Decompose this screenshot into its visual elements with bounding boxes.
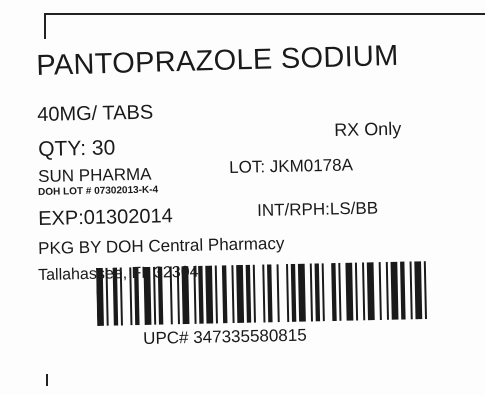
barcode-bar — [181, 266, 190, 325]
barcode-bar — [119, 267, 123, 326]
barcode-bar — [366, 262, 375, 321]
rx-only-notice: RX Only — [333, 118, 402, 140]
barcode-bar — [221, 265, 228, 324]
expiration-date: EXP:01302014 — [37, 205, 173, 230]
barcode-bar — [198, 265, 204, 324]
barcode-bar — [331, 262, 337, 322]
doh-lot-number: DOH LOT # 07302013-K-4 — [37, 184, 159, 198]
barcode-bar — [338, 262, 342, 321]
barcode-bar — [400, 261, 406, 320]
barcode-bar — [236, 264, 245, 324]
barcode-bar — [390, 261, 399, 320]
barcode-bar — [231, 265, 235, 324]
barcode-bar — [252, 264, 256, 323]
label-bottom-border-tick — [46, 374, 48, 386]
barcode-bar — [362, 262, 366, 321]
barcode-bar — [321, 263, 325, 322]
manufacturer: SUN PHARMA — [37, 164, 152, 186]
drug-name: PANTOPRAZOLE SODIUM — [35, 39, 400, 82]
barcode-bar — [262, 264, 266, 323]
barcode-bar — [414, 261, 423, 320]
barcode-bar — [143, 266, 152, 325]
barcode-bar — [134, 267, 140, 326]
barcode-bar — [385, 261, 389, 320]
barcode-bar — [345, 262, 354, 321]
barcode-bar — [276, 264, 280, 323]
barcode-bar — [286, 263, 290, 323]
barcode-bar — [105, 267, 109, 326]
barcode-bar — [176, 266, 180, 325]
label-left-border-tick — [44, 13, 46, 39]
barcode-bar — [214, 265, 218, 324]
barcode-bar — [409, 261, 413, 320]
upc-barcode — [96, 261, 427, 326]
barcode-bar — [112, 267, 119, 326]
barcode-bar — [205, 265, 214, 324]
barcode-bar — [157, 266, 164, 325]
quantity: QTY: 30 — [37, 136, 116, 161]
upc-number: UPC# 347335580815 — [142, 325, 307, 348]
barcode-bar — [423, 261, 427, 320]
label-top-border — [44, 13, 485, 15]
drug-strength: 40MG/ TABS — [36, 101, 154, 126]
barcode-bar — [378, 262, 382, 321]
barcode-bar — [314, 263, 321, 322]
barcode-bar — [354, 262, 359, 321]
barcode-bar — [297, 263, 306, 322]
lot-number: LOT: JKM0178A — [228, 155, 354, 177]
pharmacist-initials: INT/RPH:LS/BB — [256, 198, 379, 220]
packaged-by: PKG BY DOH Central Pharmacy — [37, 233, 285, 258]
barcode-bar — [267, 264, 273, 323]
barcode-bar — [245, 264, 252, 323]
barcode-bar — [96, 267, 104, 326]
barcode-bar — [153, 266, 157, 325]
barcode-bar — [193, 265, 197, 324]
barcode-bar — [290, 263, 297, 322]
barcode-bar — [169, 266, 173, 325]
barcode-bar — [309, 263, 313, 322]
barcode-bar — [129, 267, 133, 326]
